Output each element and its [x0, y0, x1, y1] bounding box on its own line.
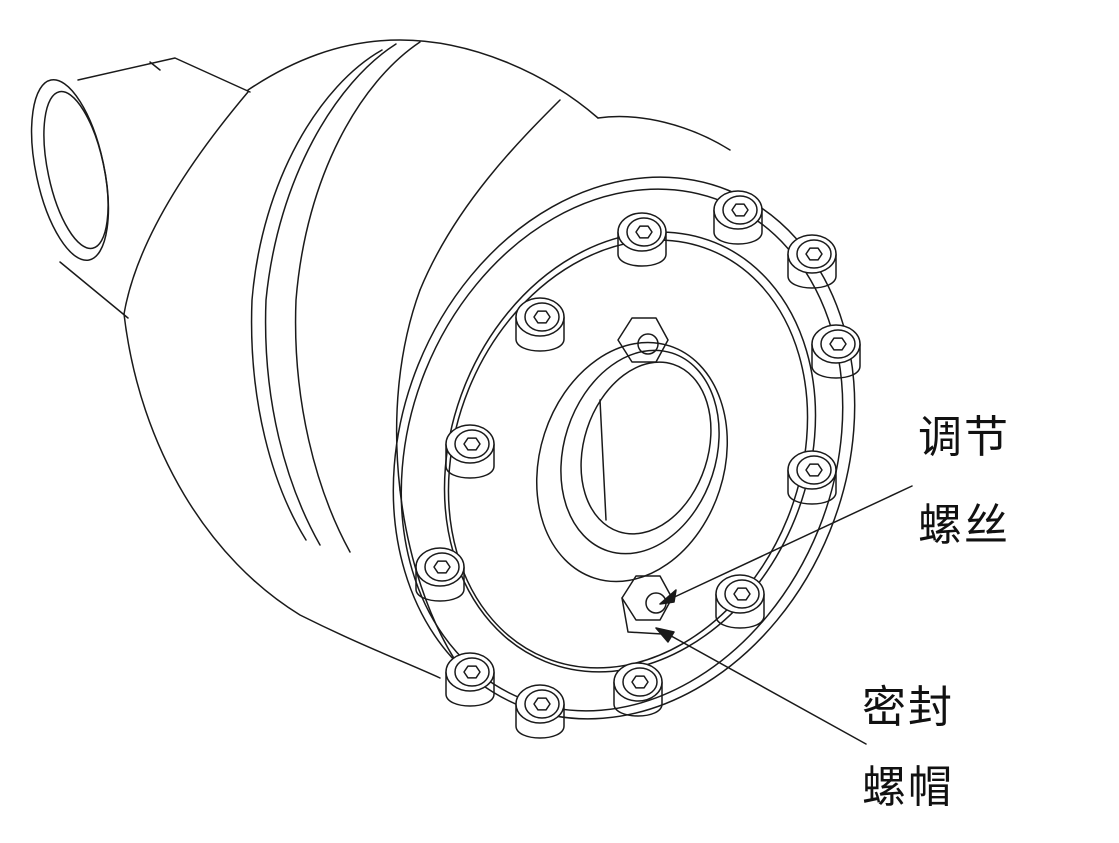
shaft [30, 57, 251, 319]
central-bore [535, 341, 729, 583]
bolt-head [787, 234, 837, 289]
flange-bolts [415, 190, 861, 739]
hex-nut-bottom [621, 575, 673, 635]
bolt-head [515, 684, 565, 739]
bolt-head [415, 547, 465, 602]
bolt-head [445, 424, 495, 479]
hex-nut-top [617, 317, 669, 363]
bolt-head [811, 324, 861, 379]
bolt-head [613, 662, 663, 717]
callout-sealing-nut-line2: 螺帽 [862, 762, 954, 813]
arrowhead-adjusting-screw [659, 589, 677, 605]
bolt-head [713, 190, 763, 245]
leader-line-adjusting-screw [667, 485, 913, 601]
bolt-head [617, 212, 667, 267]
bolt-head [715, 574, 765, 629]
arrowhead-sealing-nut [655, 627, 675, 643]
callout-sealing-nut-line1: 密封 [862, 682, 954, 733]
bolt-head [445, 652, 495, 707]
callout-adjusting-screw-line2: 螺丝 [918, 500, 1010, 551]
leader-line-sealing-nut [663, 631, 867, 745]
body-housing [123, 39, 731, 679]
bolt-head [787, 450, 837, 505]
callout-adjusting-screw-line1: 调节 [918, 412, 1010, 463]
leader-lines [655, 485, 913, 745]
bolt-head [515, 297, 565, 352]
